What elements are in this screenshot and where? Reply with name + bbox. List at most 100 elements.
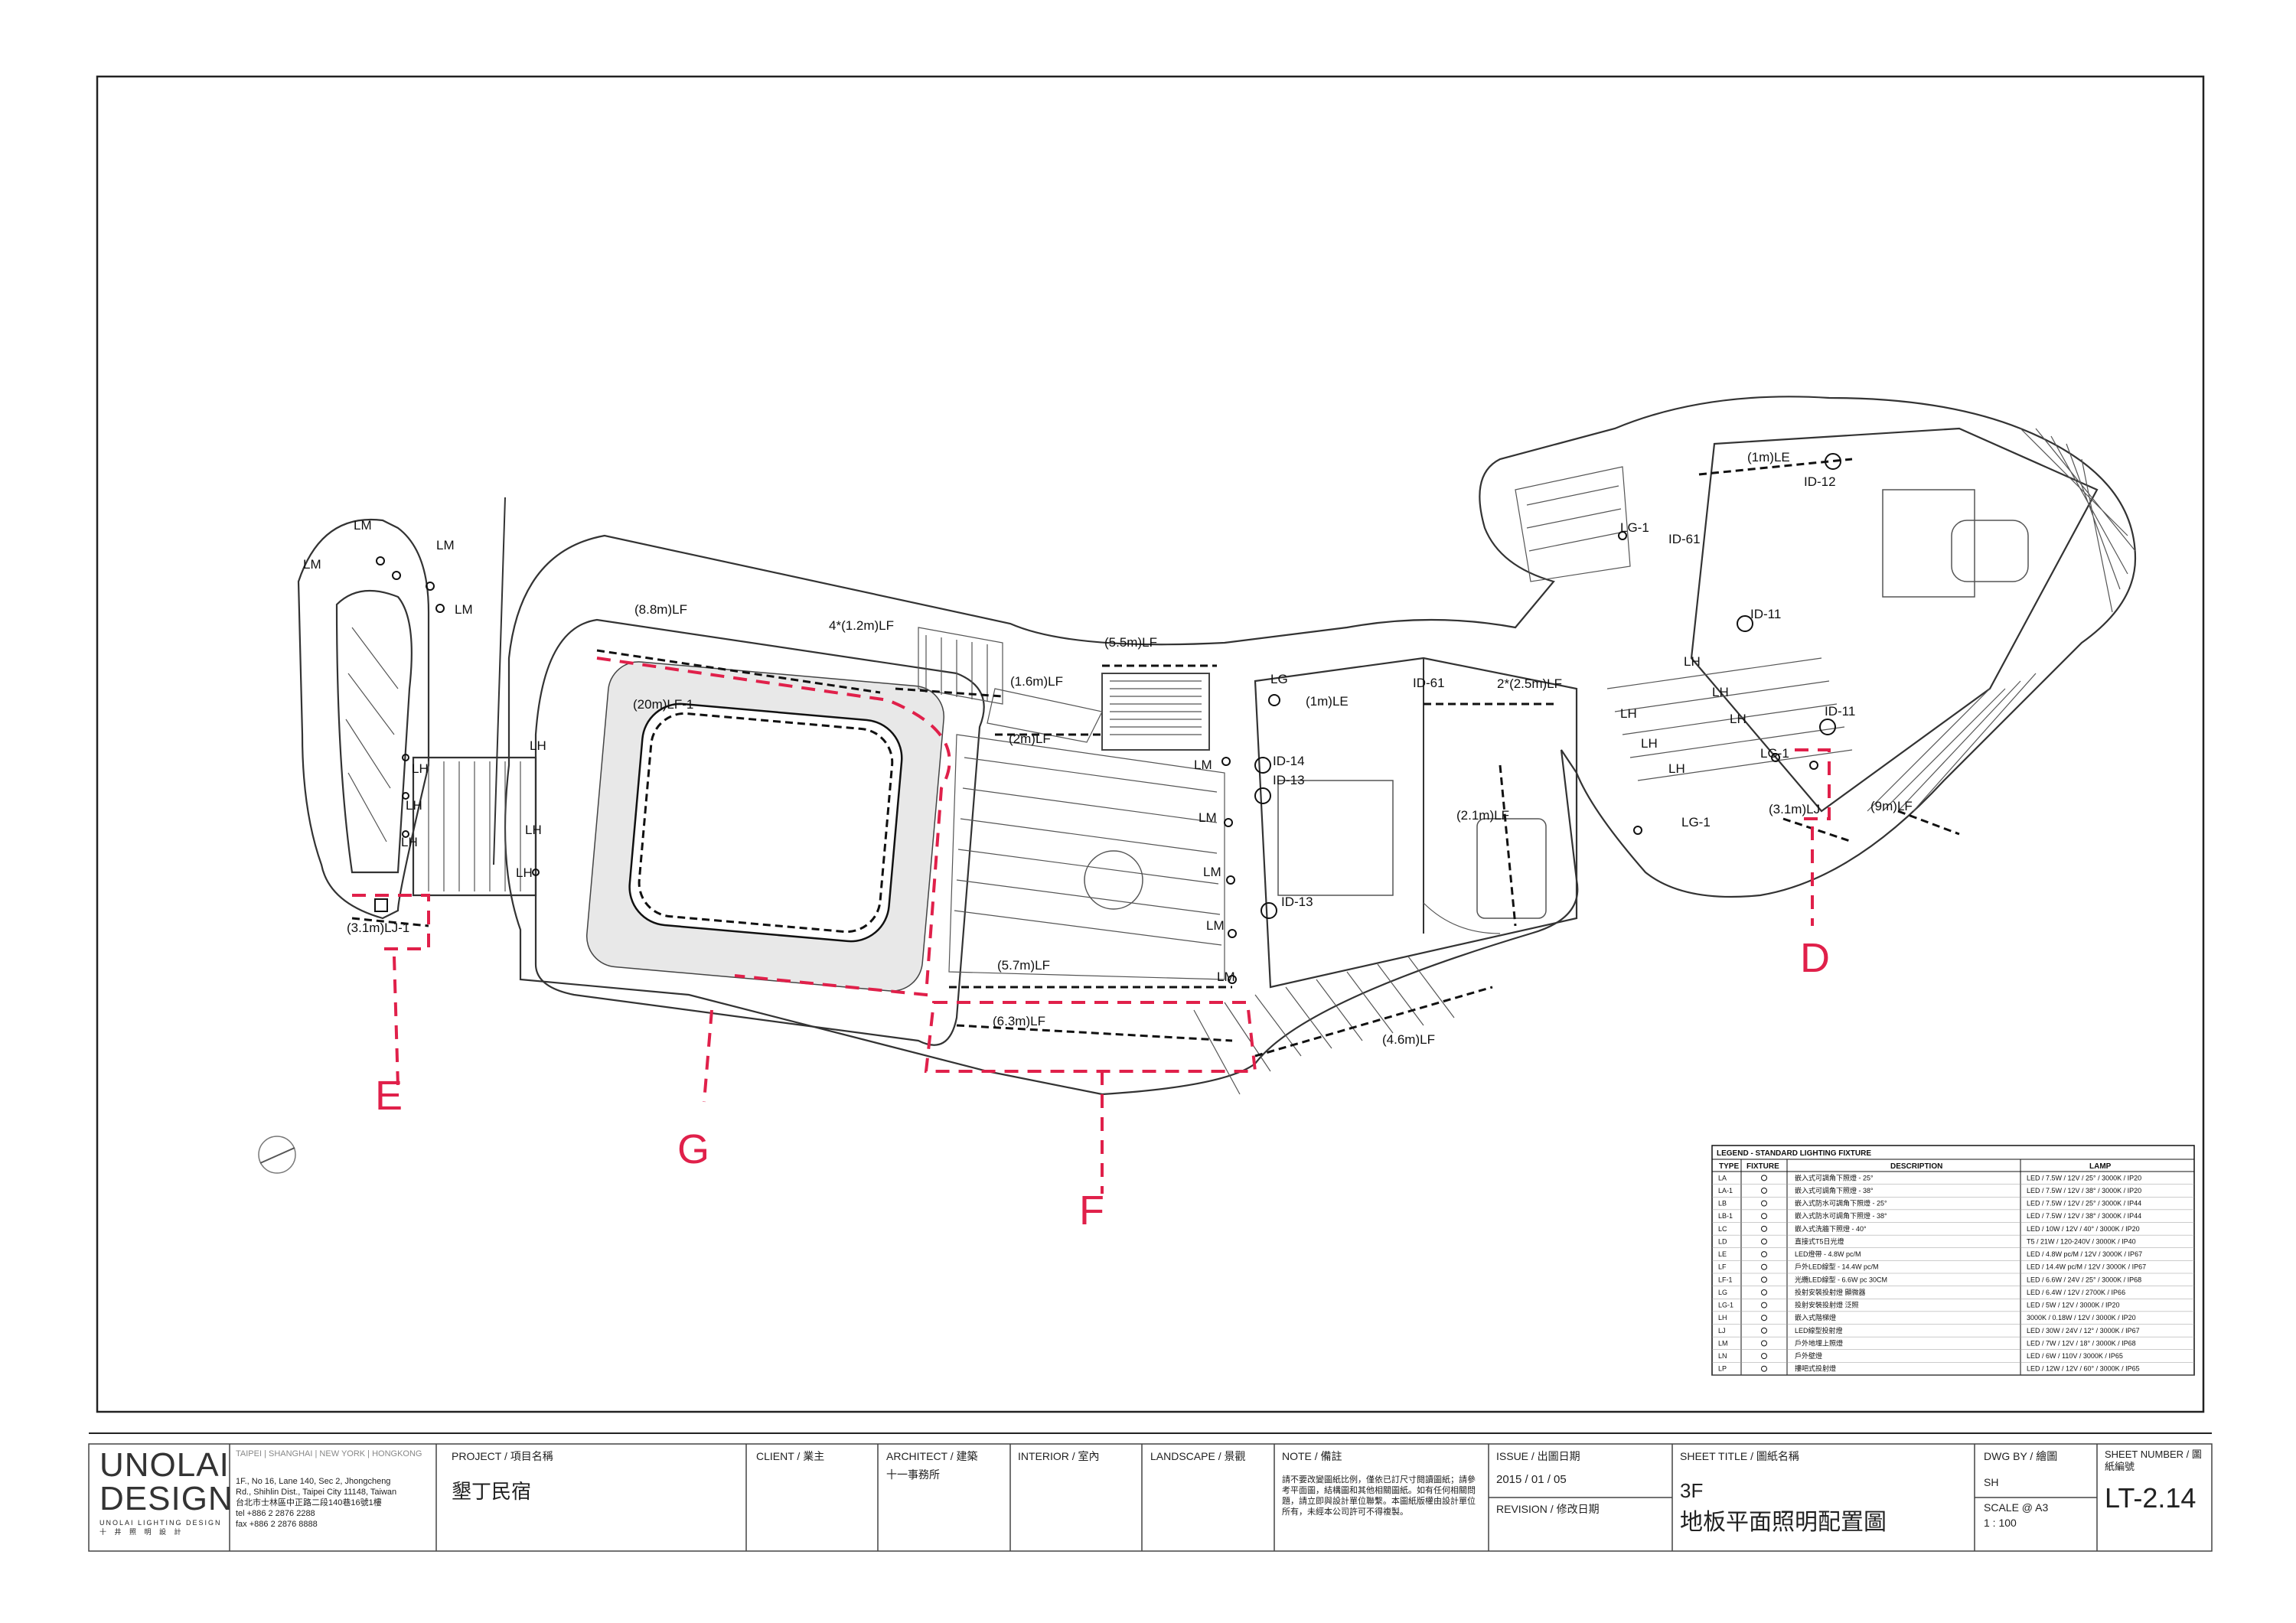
legend-description: 嵌入式階梯燈 bbox=[1795, 1313, 1836, 1322]
tag: (2m)LF bbox=[1009, 732, 1051, 746]
legend-type: LF-1 bbox=[1718, 1276, 1733, 1283]
tag: LH bbox=[1668, 761, 1685, 776]
tag: LM bbox=[303, 557, 321, 572]
legend-description: 摟吧式投射燈 bbox=[1795, 1364, 1836, 1373]
deck-area bbox=[918, 627, 1225, 980]
legend-description: 投射安裝投射燈 泛照 bbox=[1795, 1301, 1859, 1309]
legend-lamp: LED / 14.4W pc/M / 12V / 3000K / IP67 bbox=[2027, 1263, 2146, 1271]
tag: LH bbox=[406, 798, 422, 813]
issue-caption: ISSUE / 出圖日期 bbox=[1496, 1450, 1580, 1462]
telephone: tel +886 2 2876 2288 bbox=[236, 1509, 315, 1518]
legend-type: LF bbox=[1718, 1263, 1727, 1271]
pool-area bbox=[534, 618, 985, 1046]
scale-field: SCALE @ A3 1 : 100 bbox=[1984, 1501, 2048, 1529]
tag: LM bbox=[1203, 865, 1221, 879]
address-line-3: 台北市士林區中正路二段140巷16號1樓 bbox=[236, 1498, 382, 1507]
legend-type: LC bbox=[1718, 1225, 1727, 1233]
tag: (1.6m)LF bbox=[1010, 674, 1063, 689]
sheet-number: LT-2.14 bbox=[2105, 1482, 2197, 1514]
room-block-right bbox=[1515, 427, 2136, 813]
legend-fixture-icon bbox=[1761, 1200, 1767, 1207]
marker-E: E bbox=[375, 1073, 403, 1119]
legend-header-description: DESCRIPTION bbox=[1890, 1162, 1942, 1171]
logo: UNOLAI DESIGN UNOLAI LIGHTING DESIGN 十 井… bbox=[99, 1446, 233, 1537]
legend-type: LE bbox=[1718, 1250, 1727, 1258]
tag: ID-11 bbox=[1825, 704, 1855, 719]
tag: (1m)LE bbox=[1306, 694, 1349, 709]
scale-caption: SCALE @ A3 bbox=[1984, 1501, 2049, 1514]
legend-type: LG-1 bbox=[1718, 1302, 1733, 1309]
tag: LM bbox=[354, 518, 372, 533]
legend-description: 嵌入式防水可調角下照燈 - 25° bbox=[1795, 1199, 1887, 1207]
tag: LH bbox=[1641, 736, 1658, 751]
tag: (5.7m)LF bbox=[997, 958, 1050, 973]
project-caption: PROJECT / 項目名稱 bbox=[452, 1450, 553, 1462]
logo-subtitle-cn: 十 井 照 明 設 計 bbox=[99, 1528, 184, 1536]
legend-lamp: 3000K / 0.18W / 12V / 3000K / IP20 bbox=[2027, 1314, 2136, 1322]
legend-description: 戶外壁燈 bbox=[1795, 1351, 1822, 1360]
legend-description: 直接式T5日光燈 bbox=[1795, 1237, 1844, 1245]
legend-lamp: LED / 6.6W / 24V / 25° / 3000K / IP68 bbox=[2027, 1276, 2141, 1283]
legend-header-lamp: LAMP bbox=[2089, 1162, 2112, 1171]
tag: LH bbox=[412, 761, 429, 776]
drawn-by-caption: DWG BY / 繪圖 bbox=[1984, 1450, 2058, 1462]
tag: LM bbox=[1199, 810, 1217, 825]
note-text: 請不要改變圖紙比例，僅依已訂尺寸閱讀圖紙；請參考平面圖，結構圖和其他相關圖紙。如… bbox=[1282, 1475, 1476, 1517]
legend-description: 嵌入式洗牆下照燈 - 40° bbox=[1795, 1224, 1867, 1233]
legend-description: 嵌入式防水可調角下照燈 - 38° bbox=[1795, 1211, 1887, 1220]
issue-date: 2015 / 01 / 05 bbox=[1496, 1473, 1567, 1486]
logo-line-1: UNOLAI bbox=[99, 1446, 230, 1484]
tag: LH bbox=[516, 865, 533, 880]
tag: (1m)LE bbox=[1747, 450, 1790, 464]
legend-fixture-icon bbox=[1761, 1213, 1767, 1220]
tag: (3.1m)LJ bbox=[1769, 802, 1820, 816]
tag: (8.8m)LF bbox=[634, 602, 687, 617]
tag: LM bbox=[1206, 918, 1225, 933]
legend-fixture-icon bbox=[1761, 1289, 1767, 1295]
address-line-1: 1F., No 16, Lane 140, Sec 2, Jhongcheng bbox=[236, 1477, 391, 1486]
legend-description: 戶外LED線型 - 14.4W pc/M bbox=[1795, 1263, 1879, 1271]
legend-description: LED線型投射燈 bbox=[1795, 1326, 1843, 1335]
architect-field: ARCHITECT / 建築 十一事務所 bbox=[886, 1449, 978, 1482]
drawn-by-field: DWG BY / 繪圖 SH bbox=[1984, 1449, 2057, 1488]
legend-table: LEGEND - STANDARD LIGHTING FIXTURE TYPE … bbox=[1711, 1145, 2195, 1376]
tag: LH bbox=[401, 835, 418, 849]
revision-caption: REVISION / 修改日期 bbox=[1496, 1503, 1600, 1515]
legend-fixture-icon bbox=[1761, 1251, 1767, 1258]
tag: (9m)LF bbox=[1870, 799, 1913, 813]
south-hatch bbox=[1193, 956, 1455, 1095]
sheet-title-floor: 3F bbox=[1680, 1479, 1704, 1502]
legend-lamp: LED / 4.8W pc/M / 12V / 3000K / IP67 bbox=[2027, 1250, 2142, 1258]
legend-type: LA-1 bbox=[1718, 1187, 1733, 1194]
office-info: TAIPEI | SHANGHAI | NEW YORK | HONGKONG … bbox=[236, 1449, 435, 1530]
legend-fixture-icon bbox=[1761, 1327, 1767, 1334]
title-block-frame bbox=[88, 1443, 2213, 1552]
fixture-symbols bbox=[374, 453, 1841, 984]
tag: ID-14 bbox=[1273, 754, 1305, 768]
legend-header-type: TYPE bbox=[1719, 1162, 1739, 1171]
legend-fixture-icon bbox=[1761, 1238, 1767, 1245]
note-field: NOTE / 備註 請不要改變圖紙比例，僅依已訂尺寸閱讀圖紙；請參考平面圖，結構… bbox=[1282, 1449, 1482, 1517]
architect-name: 十一事務所 bbox=[886, 1468, 940, 1481]
legend-fixture-icon bbox=[1761, 1225, 1767, 1232]
tag: LG-1 bbox=[1760, 746, 1789, 761]
project-field: PROJECT / 項目名稱 墾丁民宿 bbox=[452, 1449, 553, 1504]
tag: LH bbox=[525, 823, 542, 837]
tag: (5.5m)LF bbox=[1104, 635, 1157, 650]
tag: 4*(1.2m)LF bbox=[829, 618, 894, 633]
tag: LH bbox=[1620, 706, 1637, 721]
office-cities: TAIPEI | SHANGHAI | NEW YORK | HONGKONG bbox=[236, 1449, 422, 1458]
linear-fixture-runs bbox=[351, 458, 1960, 1058]
tag: LM bbox=[1194, 758, 1212, 772]
legend-header-fixture: FIXTURE bbox=[1746, 1162, 1779, 1171]
architect-caption: ARCHITECT / 建築 bbox=[886, 1450, 978, 1462]
tag: LM bbox=[436, 538, 455, 552]
tag: LG-1 bbox=[1681, 815, 1711, 829]
drawn-by: SH bbox=[1984, 1476, 1999, 1488]
legend-description: 戶外地埋上照燈 bbox=[1795, 1338, 1843, 1347]
legend-lamp: LED / 30W / 24V / 12° / 3000K / IP67 bbox=[2027, 1327, 2140, 1335]
logo-line-2: DESIGN bbox=[99, 1480, 233, 1517]
legend-fixture-icon bbox=[1761, 1175, 1767, 1181]
left-oval-area bbox=[297, 518, 430, 920]
legend-lamp: LED / 7W / 12V / 18° / 3000K / IP68 bbox=[2027, 1339, 2136, 1347]
